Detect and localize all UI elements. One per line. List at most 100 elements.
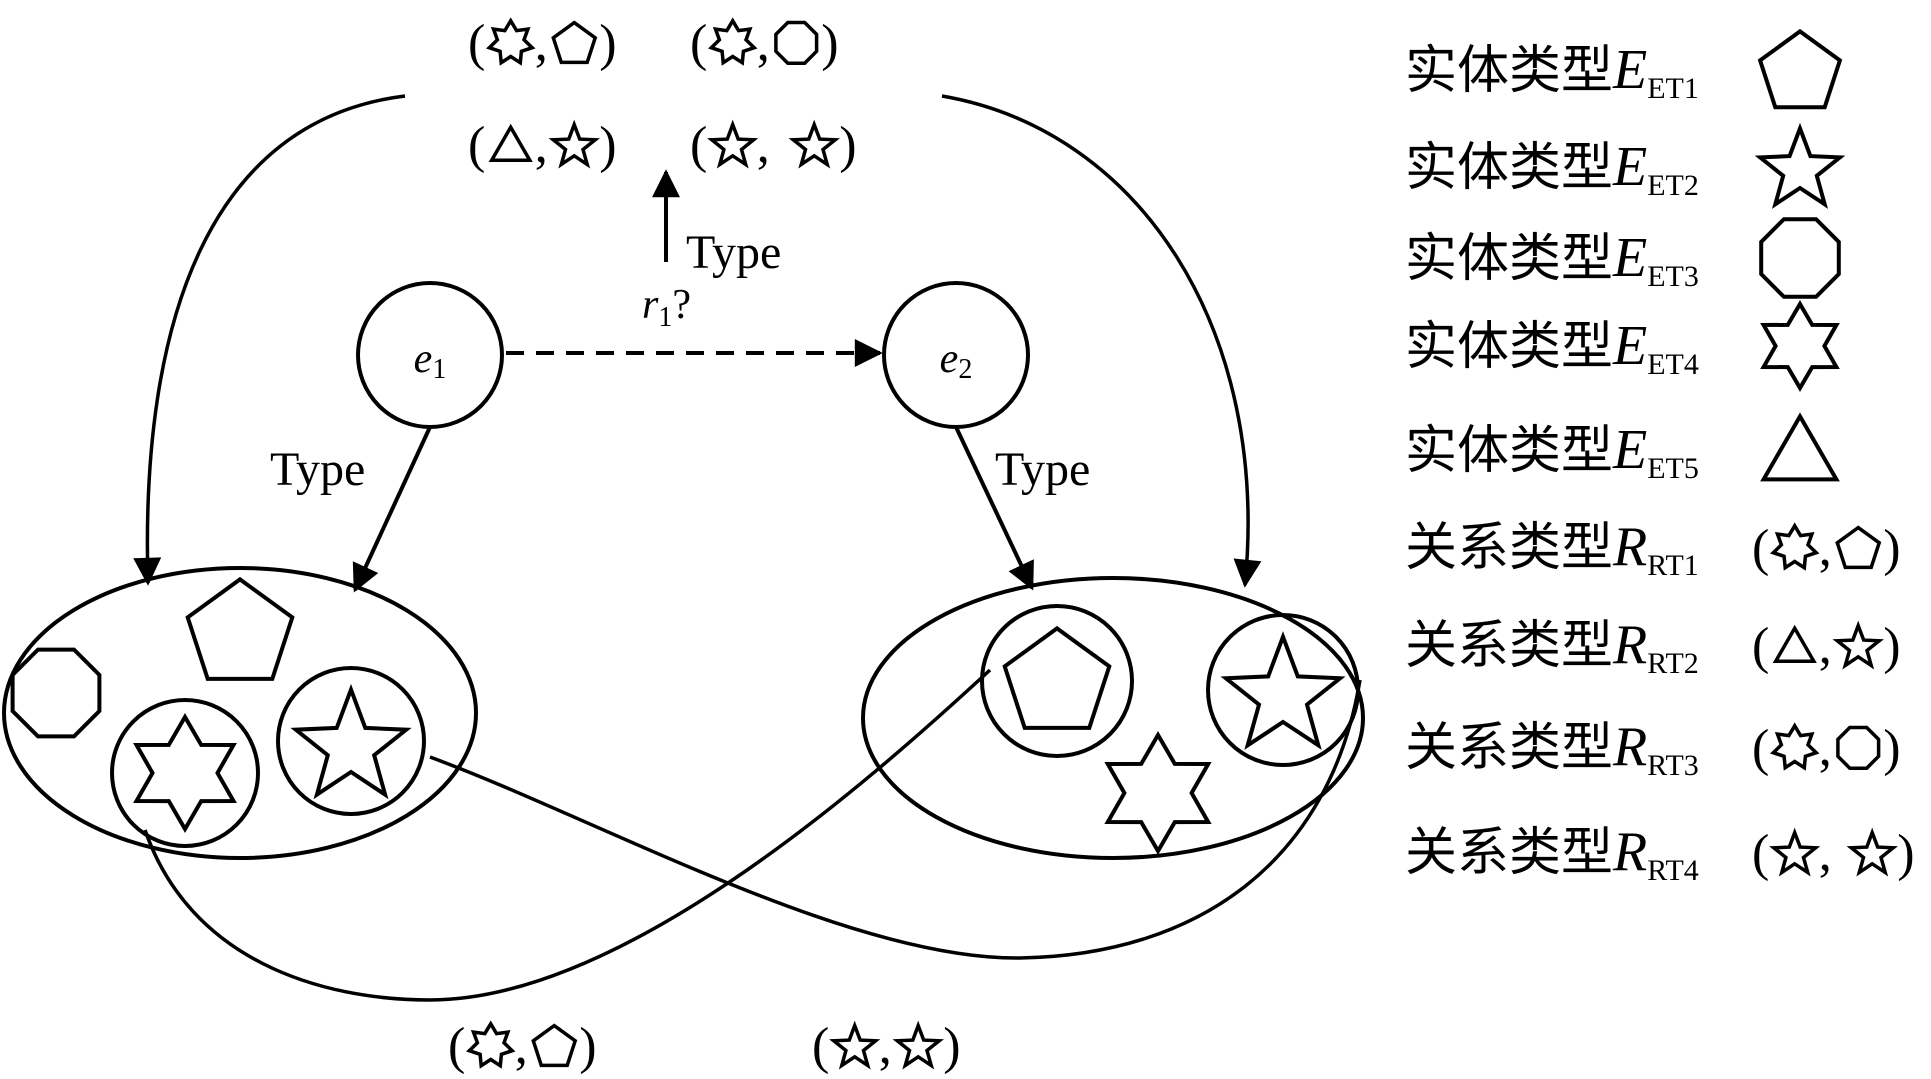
legend-entity-sub: ET2 [1647,169,1699,202]
e1-var: e [414,336,433,382]
paren-close: ) [943,1018,960,1075]
svg-text:实体类型EET4: 实体类型EET4 [1405,315,1699,381]
relation-pair: (,) [448,1018,597,1075]
type-label-e1: Type [270,443,365,496]
octagon-icon [1836,725,1881,770]
legend-entity-sub: ET1 [1647,72,1699,105]
legend-entity-var: E [1612,39,1647,101]
legend-entity-prefix: 实体类型 [1405,41,1613,101]
paren-open: ( [468,15,485,72]
five-point-star-icon [1832,620,1884,670]
relation-pair: (,) [812,1018,961,1075]
legend-entity-sub: ET4 [1647,348,1699,381]
query-relation-label: r1? [642,282,691,333]
five-point-star-icon [829,1020,881,1070]
query-rel-var: r [642,282,659,328]
svg-text:e1: e1 [414,336,447,385]
legend-relation-sub: RT2 [1647,647,1699,680]
e1-sub: 1 [432,354,446,385]
right-curved-arrow [941,94,1262,588]
paren-close: ) [1883,720,1900,777]
paren-close: ) [821,15,838,72]
type-label-query: Type [686,226,781,279]
triangle-icon [1772,624,1817,663]
legend-entity-var: E [1612,136,1647,198]
pentagon-icon [1835,525,1882,570]
curve-star-to-star [429,679,1362,960]
entity-node-e2: e2 [882,281,1030,429]
legend-relation-sub: RT3 [1647,749,1699,782]
paren-open: ( [448,1018,465,1075]
pair-comma: , [757,117,770,174]
octagon-icon [10,647,102,739]
legend-relation-var: R [1612,516,1647,578]
seven-point-star-icon [1770,722,1820,771]
highlight-circle [110,698,260,848]
paren-open: ( [690,15,707,72]
paren-close: ) [599,117,616,174]
svg-text:关系类型RRT4: 关系类型RRT4 [1405,821,1699,887]
paren-close: ) [839,117,856,174]
relation-pair: (,) [1752,520,1901,577]
legend-relation-row: 关系类型RRT3 (,) [1405,716,1901,782]
query-rel-sub: 1 [658,302,672,333]
pentagon-icon [185,576,295,681]
relation-pair: (,) [1752,618,1901,675]
triangle-icon [488,123,533,162]
relation-pair: (,) [468,15,617,72]
relation-pair: (,) [1752,720,1901,777]
six-point-star-icon [1760,300,1840,392]
e2-var: e [940,336,959,382]
legend-entity-prefix: 实体类型 [1405,229,1613,289]
paren-open: ( [1752,520,1769,577]
relation-pair: (,) [690,15,839,72]
highlight-circle [276,666,426,816]
legend-relation-prefix: 关系类型 [1405,823,1613,883]
pair-comma: , [1819,520,1832,577]
pair-comma: , [535,15,548,72]
svg-text:关系类型RRT2: 关系类型RRT2 [1405,614,1699,680]
paren-open: ( [690,117,707,174]
seven-point-star-icon [708,17,758,66]
legend-entity-sub: ET5 [1647,452,1699,485]
pentagon-icon [1757,28,1843,110]
octagon-icon [774,20,819,65]
query-rel-suffix: ? [672,282,691,328]
legend-relation-prefix: 关系类型 [1405,518,1613,578]
pair-comma: , [757,15,770,72]
paren-open: ( [1752,618,1769,675]
relation-pair: (,) [468,117,617,174]
pentagon-icon [551,20,598,65]
seven-point-star-icon [466,1020,516,1069]
svg-text:实体类型EET5: 实体类型EET5 [1405,419,1699,485]
legend-entity-var: E [1612,227,1647,289]
pair-comma: , [515,1018,528,1075]
svg-text:关系类型RRT1: 关系类型RRT1 [1405,516,1699,582]
svg-text:实体类型EET2: 实体类型EET2 [1405,136,1699,202]
pair-comma: , [535,117,548,174]
e2-type-arrow [954,426,1034,591]
type-label-e2: Type [995,443,1090,496]
legend-relation-sub: RT4 [1647,854,1699,887]
five-point-star-icon [1754,122,1846,209]
paren-close: ) [599,15,616,72]
pair-comma: , [1819,825,1832,882]
legend-entity-prefix: 实体类型 [1405,138,1613,198]
legend-relation-row: 关系类型RRT4(,) [1405,821,1915,887]
legend-entity-var: E [1612,419,1647,481]
legend-relation-var: R [1612,716,1647,778]
triangle-icon [1760,412,1840,482]
seven-point-star-icon [486,17,536,66]
legend-relation-prefix: 关系类型 [1405,616,1613,676]
paren-close: ) [1883,520,1900,577]
left-curved-arrow [133,94,406,586]
legend-relation-prefix: 关系类型 [1405,718,1613,778]
legend-entity-prefix: 实体类型 [1405,317,1613,377]
legend-entity-row: 实体类型EET5 [1405,412,1840,485]
legend-entity-row: 实体类型EET3 [1405,217,1841,299]
six-point-star-icon [133,713,237,833]
paren-close: ) [579,1018,596,1075]
legend-entity-row: 实体类型EET1 [1405,28,1843,110]
pair-comma: , [879,1018,892,1075]
